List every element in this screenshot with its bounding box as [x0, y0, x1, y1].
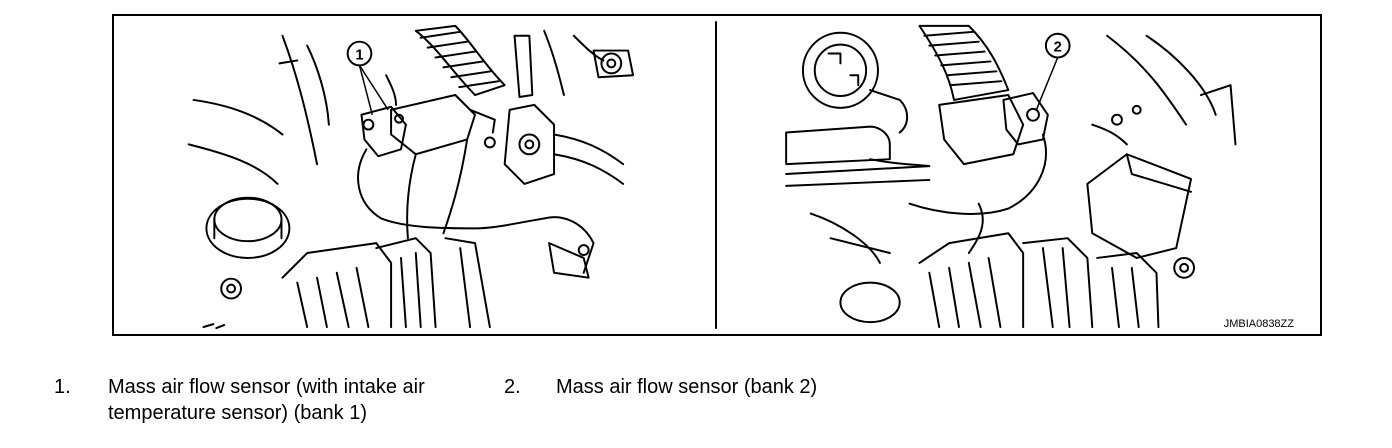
callout-1-number: 1: [355, 47, 363, 63]
callout-2: 2: [1035, 32, 1071, 112]
legend-item-2-text: Mass air flow sensor (bank 2): [556, 374, 817, 400]
legend-item-2-line1: Mass air flow sensor (bank 2): [556, 376, 818, 398]
left-panel-drawing: [187, 24, 635, 330]
figure-id-label: JMBIA0838ZZ: [1223, 318, 1294, 330]
legend-item-1-line2: temperature sensor) (bank 1): [108, 402, 368, 424]
engine-diagram: 1 2: [187, 20, 1237, 330]
legend-item-1-text: Mass air flow sensor (with intake air te…: [108, 374, 425, 426]
legend-item-2-number: 2.: [504, 376, 521, 398]
callout-1: 1: [346, 40, 389, 115]
callout-2-number: 2: [1054, 40, 1062, 56]
legend-item-1-line1: Mass air flow sensor (with intake air: [108, 376, 425, 398]
engine-diagram-frame: 1 2 JMBIA0838ZZ: [112, 14, 1322, 336]
right-panel-drawing: [785, 24, 1237, 329]
legend-item-1-number: 1.: [54, 376, 71, 398]
